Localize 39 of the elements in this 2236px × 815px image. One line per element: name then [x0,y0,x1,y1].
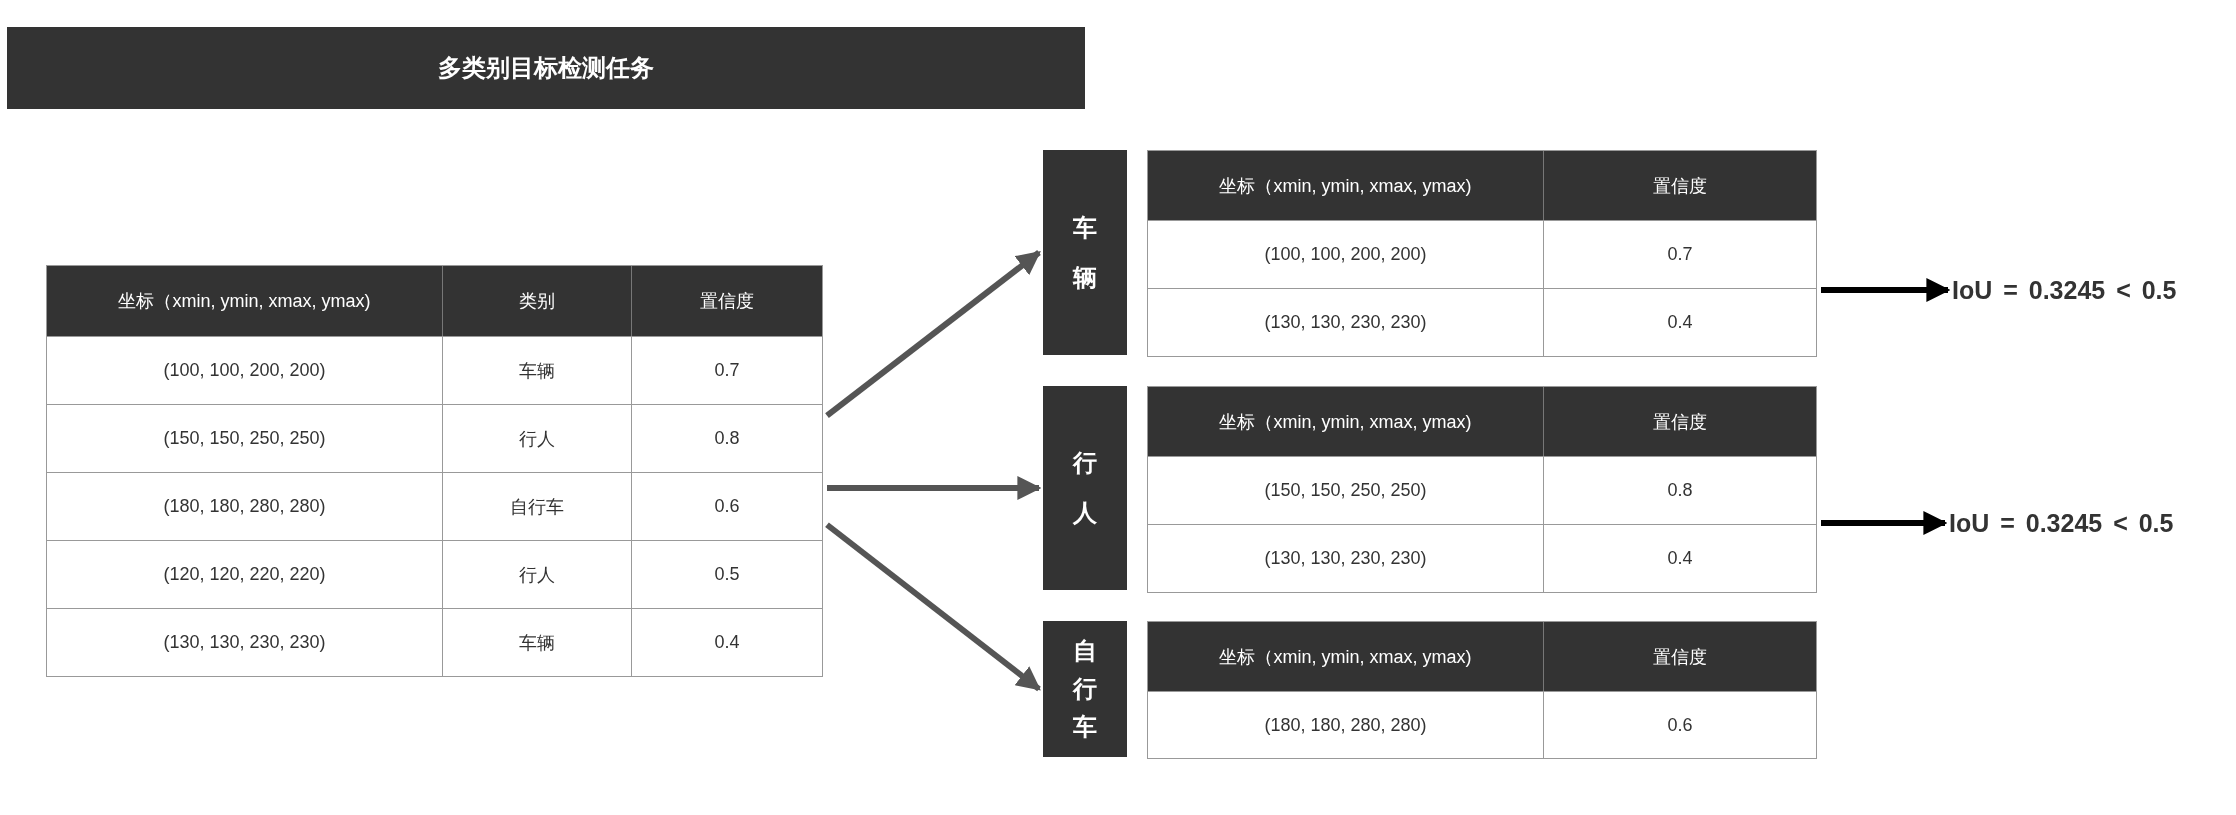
column-header: 类别 [443,266,632,336]
arrow [1821,511,1948,535]
table-cell: (130, 130, 230, 230) [1148,288,1544,356]
arrow [827,476,1042,500]
table-cell: (150, 150, 250, 250) [47,404,443,472]
column-header: 置信度 [1544,151,1816,220]
column-header: 坐标（xmin, ymin, xmax, ymax) [1148,622,1544,691]
table-cell: 行人 [443,404,632,472]
table [1147,386,1817,593]
category-label: 自行车 [1043,621,1127,757]
table [1147,150,1817,357]
table [46,265,823,677]
title-banner: 多类别目标检测任务 [7,27,1085,109]
table-cell: (100, 100, 200, 200) [47,336,443,404]
table-cell: 车辆 [443,608,632,676]
arrow [1821,278,1951,302]
table-cell: (130, 130, 230, 230) [47,608,443,676]
arrow [825,522,1041,692]
iou-result-text: IoU = 0.3245 < 0.5 [1952,270,2202,310]
column-header: 坐标（xmin, ymin, xmax, ymax) [1148,387,1544,456]
category-label: 行人 [1043,386,1127,590]
table [1147,621,1817,759]
table-cell: (100, 100, 200, 200) [1148,220,1544,288]
table-cell: (180, 180, 280, 280) [47,472,443,540]
table-cell: 行人 [443,540,632,608]
column-header: 置信度 [1544,387,1816,456]
column-header: 坐标（xmin, ymin, xmax, ymax) [47,266,443,336]
column-header: 置信度 [632,266,822,336]
column-header: 置信度 [1544,622,1816,691]
category-label: 车辆 [1043,150,1127,355]
table-cell: (150, 150, 250, 250) [1148,456,1544,524]
iou-result-text: IoU = 0.3245 < 0.5 [1949,503,2199,543]
table-cell: (180, 180, 280, 280) [1148,691,1544,758]
column-header: 坐标（xmin, ymin, xmax, ymax) [1148,151,1544,220]
table-cell: (130, 130, 230, 230) [1148,524,1544,592]
table-cell: 车辆 [443,336,632,404]
arrow [825,250,1041,418]
table-cell: 自行车 [443,472,632,540]
table-cell: (120, 120, 220, 220) [47,540,443,608]
